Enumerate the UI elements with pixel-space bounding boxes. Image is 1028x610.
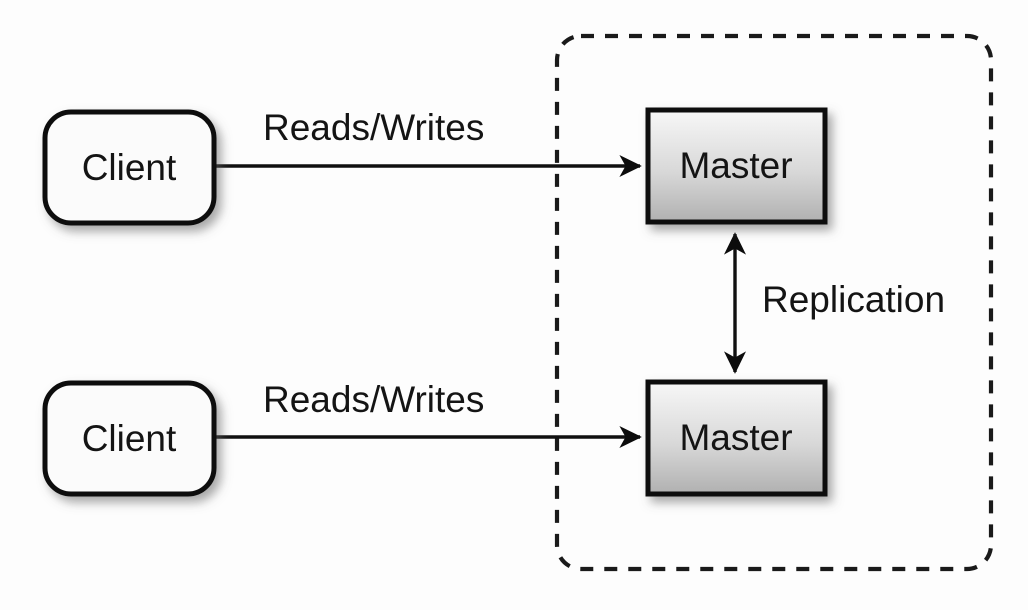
client-bottom-label: Client	[82, 418, 177, 459]
master-bottom-label: Master	[679, 417, 792, 458]
node-client-bottom[interactable]	[42, 380, 217, 497]
client-top-shape	[42, 109, 217, 226]
master-top-shape	[645, 107, 828, 225]
client-bottom-shape	[42, 380, 217, 497]
master-bottom-shape	[645, 379, 828, 497]
edge-label-replication: Replication	[762, 279, 945, 320]
node-master-bottom[interactable]	[645, 379, 828, 497]
node-client-top[interactable]	[42, 109, 217, 226]
node-master-top[interactable]	[645, 107, 828, 225]
replication-cluster-boundary	[554, 33, 994, 572]
master-top-label: Master	[679, 145, 792, 186]
edge-label-reads-writes-top: Reads/Writes	[263, 107, 484, 148]
client-top-label: Client	[82, 147, 177, 188]
edge-label-reads-writes-bottom: Reads/Writes	[263, 379, 484, 420]
